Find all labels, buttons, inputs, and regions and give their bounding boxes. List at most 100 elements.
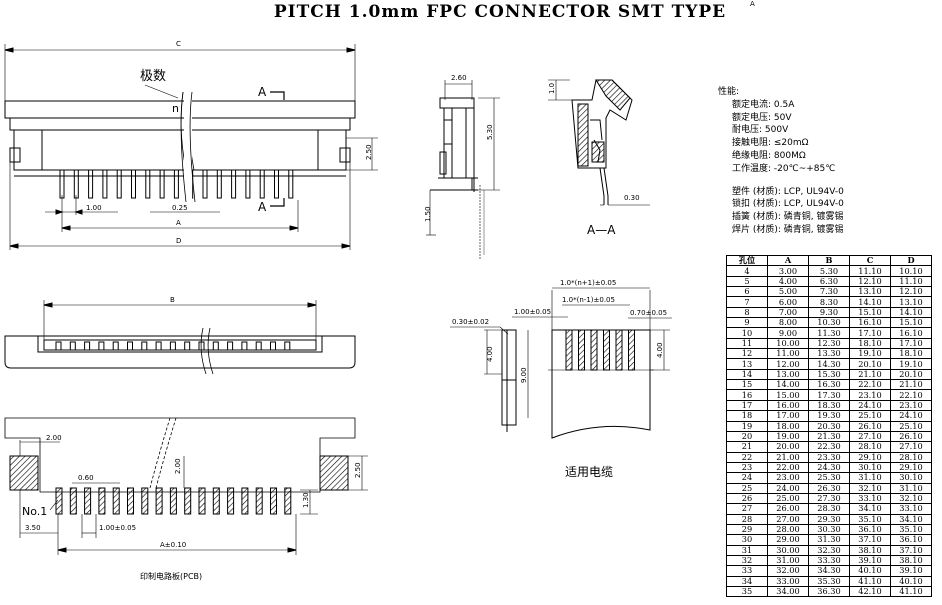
table-cell: 40.10 bbox=[849, 565, 891, 577]
table-cell: 24.00 bbox=[767, 482, 809, 494]
table-cell: 15.30 bbox=[808, 368, 850, 381]
table-cell: 18.30 bbox=[808, 399, 850, 412]
table-cell: 19.10 bbox=[849, 348, 891, 360]
table-cell: 31 bbox=[726, 544, 768, 556]
pin bbox=[88, 169, 94, 199]
table-cell: 25 bbox=[726, 482, 768, 494]
dim-900-label: 9.00 bbox=[520, 367, 528, 383]
table-cell: 26.00 bbox=[767, 503, 809, 515]
pin bbox=[127, 341, 133, 351]
table-cell: 31.10 bbox=[890, 482, 932, 494]
pcb-dim-350-label: 3.50 bbox=[25, 524, 41, 532]
table-cell: 17.10 bbox=[890, 337, 932, 350]
table-cell: 12.10 bbox=[849, 275, 891, 288]
table-cell: 7.30 bbox=[808, 286, 850, 298]
pcb-pad bbox=[227, 487, 235, 515]
dim-530-label: 5.30 bbox=[486, 124, 494, 140]
spec-item: 接触电阻: ≤20mΩ bbox=[732, 138, 809, 149]
table-cell: 36.10 bbox=[890, 534, 932, 546]
table-cell: 35.30 bbox=[808, 575, 850, 588]
cable-contact bbox=[628, 329, 635, 371]
dim-025-label: 0.25 bbox=[172, 204, 188, 212]
dim-400b-label: 4.00 bbox=[656, 342, 664, 358]
pin bbox=[116, 169, 122, 199]
table-cell: 5.00 bbox=[767, 286, 809, 298]
table-cell: 16 bbox=[726, 389, 768, 401]
table-cell: 21.10 bbox=[890, 379, 932, 391]
table-cell: 3.00 bbox=[767, 265, 809, 277]
table-cell: 21 bbox=[726, 441, 768, 453]
bottom-view: B bbox=[4, 296, 356, 375]
dim-030-label: 0.30 bbox=[624, 194, 640, 202]
table-cell: 20.00 bbox=[767, 441, 809, 453]
dim-400a-label: 4.00 bbox=[486, 346, 494, 362]
table-cell: 7.00 bbox=[767, 306, 809, 319]
table-cell: 14.10 bbox=[849, 296, 891, 308]
table-cell: 27.10 bbox=[849, 430, 891, 443]
table-header-cell: C bbox=[849, 254, 891, 267]
table-cell: 18.00 bbox=[767, 420, 809, 432]
table-cell: 28 bbox=[726, 513, 768, 525]
table-cell: 38.10 bbox=[890, 554, 932, 567]
table-cell: 21.30 bbox=[808, 430, 850, 443]
table-cell: 13 bbox=[726, 358, 768, 370]
table-cell: 17.10 bbox=[849, 327, 891, 339]
table-cell: 14.30 bbox=[808, 358, 850, 370]
table-cell: 22.00 bbox=[767, 461, 809, 474]
table-cell: 30.30 bbox=[808, 523, 850, 536]
table-cell: 30.10 bbox=[890, 472, 932, 484]
table-cell: 6.00 bbox=[767, 296, 809, 308]
table-cell: 12.30 bbox=[808, 337, 850, 350]
table-cell: 11.10 bbox=[890, 275, 932, 288]
pin bbox=[141, 341, 148, 351]
pin bbox=[84, 341, 91, 351]
n-label: n bbox=[172, 102, 179, 115]
table-cell: 6.30 bbox=[808, 275, 850, 288]
table-cell: 5 bbox=[726, 275, 768, 288]
table-cell: 23.00 bbox=[767, 472, 809, 484]
material-item: 塑件 (材质): LCP, UL94V-0 bbox=[732, 186, 844, 197]
table-header-cell: 孔位 bbox=[726, 254, 768, 267]
table-cell: 13.30 bbox=[808, 348, 850, 360]
table-cell: 8 bbox=[726, 306, 768, 319]
table-cell: 9.00 bbox=[767, 327, 809, 339]
table-cell: 28.00 bbox=[767, 523, 809, 536]
pcb-pad bbox=[198, 487, 206, 515]
dim-pitch-cable-label: 1.00±0.05 bbox=[514, 308, 551, 316]
table-cell: 19.10 bbox=[890, 358, 932, 370]
table-cell: 20.30 bbox=[808, 420, 850, 432]
table-cell: 33 bbox=[726, 565, 768, 577]
table-cell: 31.30 bbox=[808, 534, 850, 546]
pin bbox=[145, 169, 151, 199]
dim-inner-label: 1.0*(n-1)±0.05 bbox=[562, 296, 615, 304]
pcb-pad bbox=[169, 487, 177, 515]
table-cell: 14.10 bbox=[890, 306, 932, 319]
table-cell: 21.10 bbox=[849, 368, 891, 381]
pin bbox=[231, 169, 237, 199]
table-cell: 15.00 bbox=[767, 389, 809, 401]
table-cell: 22.30 bbox=[808, 441, 850, 453]
bottom-view-pins bbox=[55, 341, 291, 351]
table-cell: 34.00 bbox=[767, 585, 809, 598]
table-header-row: 孔位 A B C D bbox=[726, 254, 932, 267]
table-cell: 12.10 bbox=[890, 286, 932, 298]
table-cell: 26.30 bbox=[808, 482, 850, 494]
pin bbox=[59, 169, 65, 199]
spec-item: 耐电压: 500V bbox=[732, 125, 789, 136]
table-cell: 29 bbox=[726, 523, 768, 536]
table-cell: 16.10 bbox=[849, 317, 891, 329]
table-cell: 36.10 bbox=[849, 523, 891, 536]
table-cell: 38.10 bbox=[849, 544, 891, 556]
table-cell: 21.00 bbox=[767, 451, 809, 463]
